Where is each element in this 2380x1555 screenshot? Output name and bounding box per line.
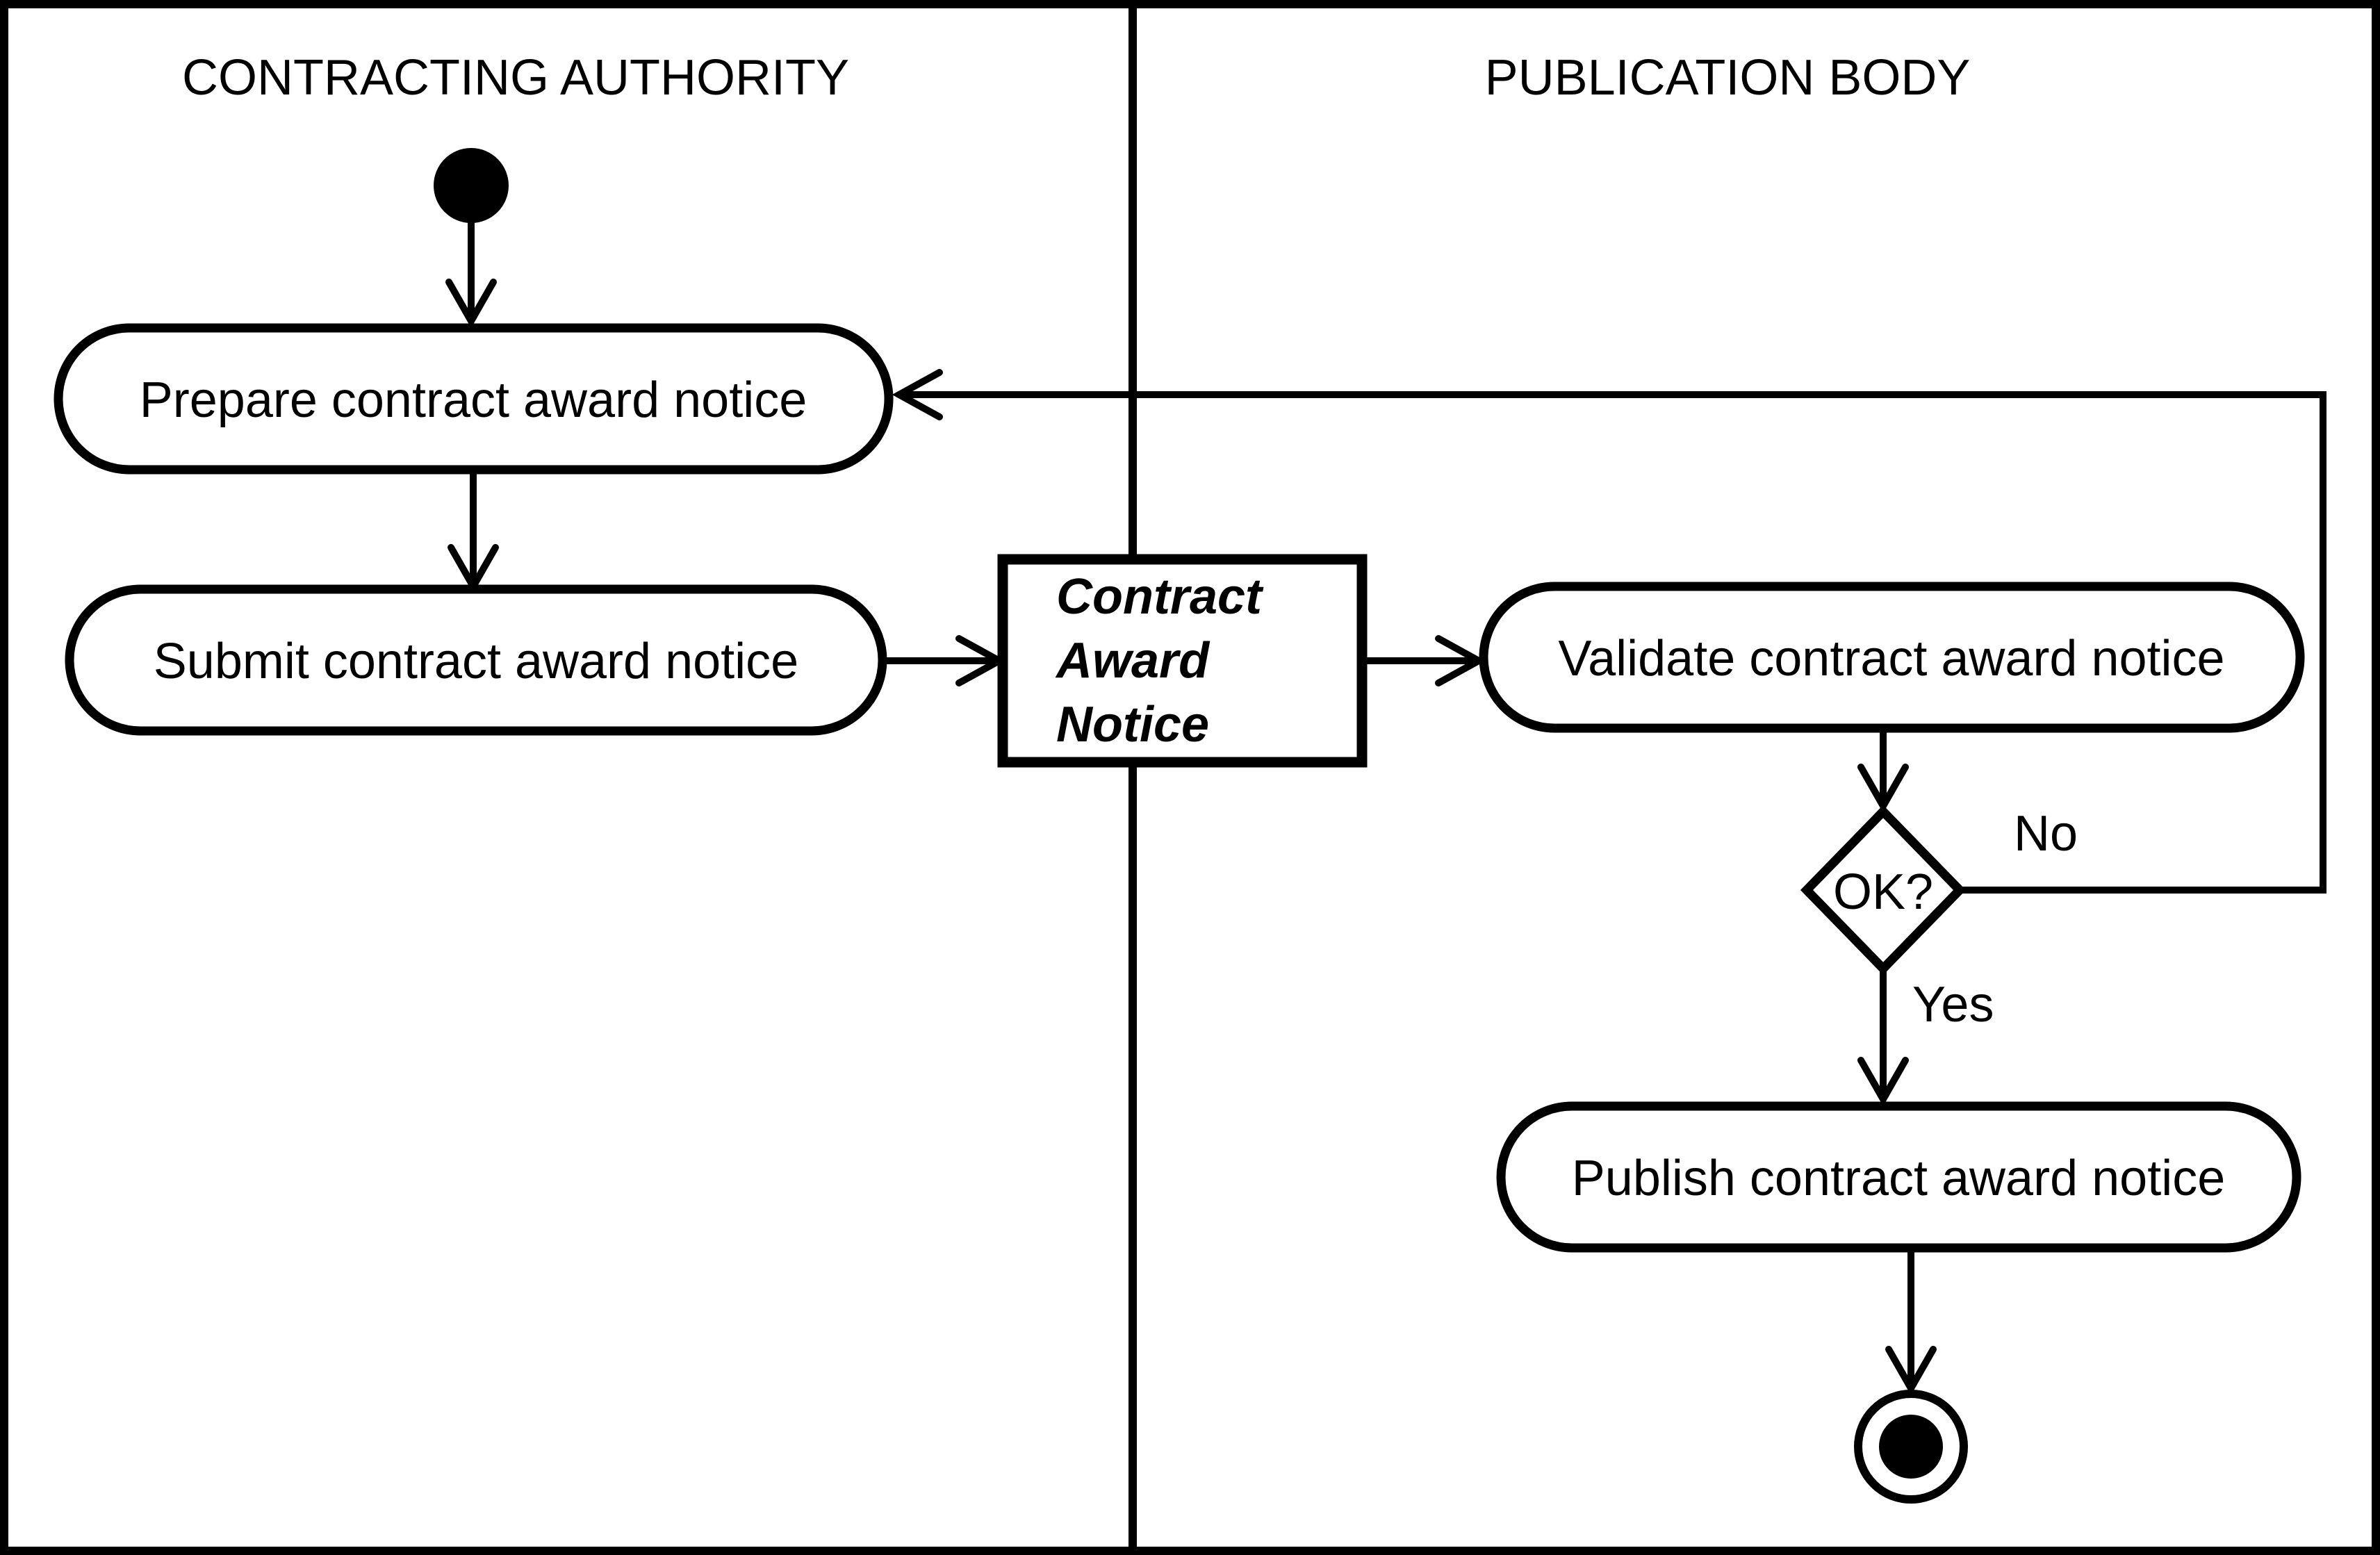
flow-line [903, 391, 2326, 894]
final-state-node [1854, 1390, 1968, 1504]
activity-validate-contract-award-notice: Validate contract award notice [1479, 582, 2305, 733]
decision-label: OK? [1833, 864, 1933, 920]
object-node-contract-award-notice: Contract Award Notice [997, 554, 1368, 768]
arrowhead-down-icon [1857, 1057, 1909, 1107]
activity-label: Prepare contract award notice [140, 372, 807, 428]
activity-shape [1479, 582, 2305, 733]
activity-submit-contract-award-notice: Submit contract award notice [65, 584, 887, 736]
lane-title-publication-body: PUBLICATION BODY [1485, 50, 1971, 106]
edge-decision-no-loopback: No [892, 369, 2326, 894]
arrowhead-left-icon [892, 369, 943, 420]
object-label-line: Contract [1056, 569, 1264, 625]
activity-shape [54, 323, 894, 475]
edge-prepare-to-submit [448, 470, 499, 594]
arrowhead-down-icon [445, 279, 497, 329]
activity-publish-contract-award-notice: Publish contract award notice [1496, 1101, 2301, 1253]
object-label-line: Notice [1056, 697, 1209, 752]
final-state-inner-dot [1879, 1415, 1943, 1479]
object-label-line: Award [1055, 633, 1210, 689]
initial-state-node [434, 148, 509, 223]
edge-submit-to-object [883, 635, 1007, 686]
lane-title-contracting-authority: CONTRACTING AUTHORITY [182, 50, 849, 106]
activity-shape [1496, 1101, 2301, 1253]
guard-label-no: No [2014, 806, 2078, 862]
edge-validate-to-decision [1857, 728, 1909, 814]
arrowhead-down-icon [1885, 1346, 1937, 1396]
guard-label-yes: Yes [1912, 977, 1994, 1032]
activity-prepare-contract-award-notice: Prepare contract award notice [54, 323, 894, 475]
edge-decision-yes-to-publish: Yes [1857, 969, 1994, 1107]
activity-label: Publish contract award notice [1572, 1151, 2226, 1206]
activity-label: Submit contract award notice [154, 634, 798, 689]
arrowhead-right-icon [1435, 635, 1486, 686]
activity-label: Validate contract award notice [1558, 631, 2224, 686]
edge-object-to-validate [1362, 635, 1486, 686]
edge-publish-to-final [1885, 1248, 1937, 1396]
object-shape [997, 554, 1368, 768]
edge-initial-to-prepare [445, 221, 497, 329]
decision-node-ok: OK? [1800, 805, 1967, 976]
decision-diamond-shape [1800, 805, 1967, 976]
activity-shape [65, 584, 887, 736]
